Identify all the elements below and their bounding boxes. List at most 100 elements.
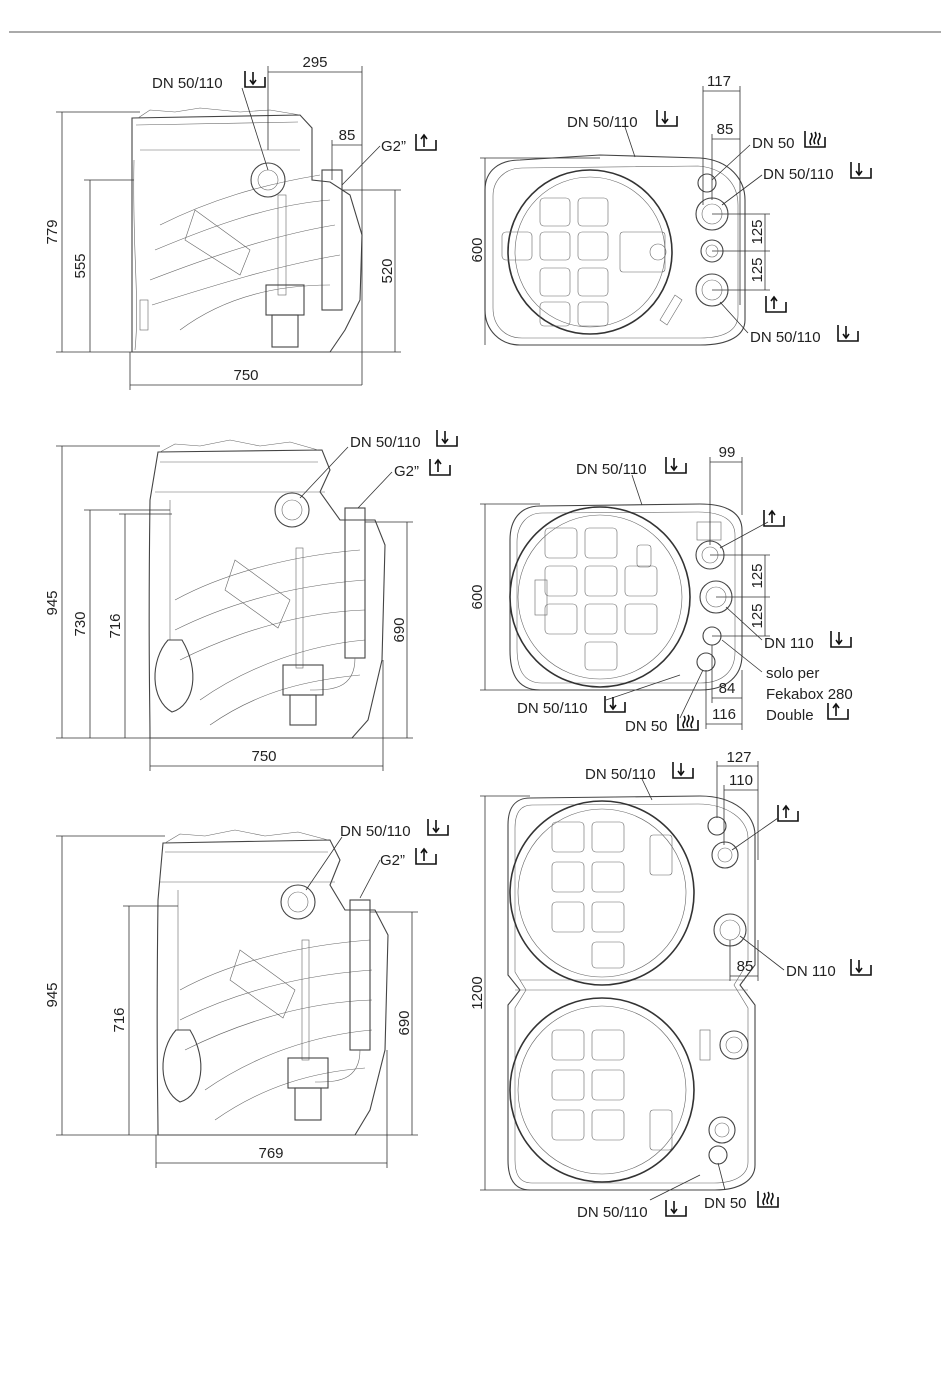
dim-t1-85: 85 [712,121,740,200]
dim-value: 99 [719,444,736,461]
inlet-arrow-down-icon [673,762,693,778]
callout-dn50-110-top: DN 50/110 [576,461,647,478]
dim-value: 716 [107,613,124,638]
top-view-3: 127 110 85 1200 DN 50/110 DN 110 DN 50/ [469,749,871,1221]
dim-d3-716: 716 [111,906,178,1135]
dim-t1-117: 117 [703,73,740,305]
outlet-arrow-up-icon [416,848,436,864]
dim-value: 116 [712,706,736,723]
dim-value: 600 [469,584,486,609]
dim-value: 84 [719,680,736,697]
callout-dn110: DN 110 [786,963,836,980]
dim-t3-127: 127 [717,749,758,860]
dim-value: 1200 [469,976,486,1009]
dim-t1-600: 600 [469,158,600,345]
dim-value: 125 [749,257,766,282]
dim-d3-769: 769 [156,1050,387,1168]
side-view-3: 945 716 690 769 DN 50/110 G2” [44,819,448,1168]
inlet-arrow-down-icon [428,819,448,835]
note-solo-per: solo per [766,665,819,682]
dim-t2-99: 99 [710,444,742,545]
top-view-1: 117 85 600 125 125 DN 50/110 DN 50 [469,73,871,346]
dim-t3-1200: 1200 [469,796,530,1190]
inlet-arrow-down-icon [838,325,858,341]
callout-dn50-110-bottom: DN 50/110 [577,1204,648,1221]
dim-value: 750 [251,748,276,765]
dim-d1-520: 520 [330,190,401,352]
callout-dn50-110-top: DN 50/110 [585,766,656,783]
callout-dn50-110-right: DN 50/110 [763,166,834,183]
outlet-arrow-up-icon [430,459,450,475]
inlet-arrow-down-icon [851,162,871,178]
callout-dn50-110-bottom: DN 50/110 [517,700,588,717]
dim-value: 125 [749,563,766,588]
dim-value: 716 [111,1007,128,1032]
dim-d3-945: 945 [44,836,165,1135]
dim-t2-600: 600 [469,504,540,690]
callout-dn50-vent: DN 50 [625,718,668,735]
dim-value: 690 [391,617,408,642]
callout-g2: G2” [394,463,419,480]
callout-dn50-vent: DN 50 [704,1195,747,1212]
inlet-arrow-down-icon [605,696,625,712]
dim-value: 945 [44,590,61,615]
dim-value: 125 [749,219,766,244]
dim-t2-125b: 125 [712,597,770,636]
dim-d1-555: 555 [72,180,134,352]
outlet-arrow-up-icon [828,703,848,719]
callout-g2: G2” [381,138,406,155]
dim-value: 769 [258,1145,283,1162]
inlet-arrow-down-icon [831,631,851,647]
dim-value: 555 [72,253,89,278]
callout-dn50-110: DN 50/110 [350,434,421,451]
dim-d1-779: 779 [44,112,140,352]
side-view-1: 295 85 779 555 520 750 [44,54,436,390]
inlet-arrow-down-icon [437,430,457,446]
dim-value: 117 [707,73,731,90]
dim-t1-125a: 125 [712,214,770,251]
dim-value: 730 [72,611,89,636]
top-view-2: 99 600 125 125 84 116 [469,444,853,735]
dim-d2-750: 750 [150,660,383,771]
dim-d3-690: 690 [355,912,418,1135]
vent-wavy-icon [805,131,825,147]
inlet-arrow-down-icon [851,959,871,975]
callout-dn110: DN 110 [764,635,814,652]
dim-d2-716: 716 [107,514,172,738]
dim-d1-750: 750 [130,352,362,390]
inlet-arrow-down-icon [666,457,686,473]
dim-t2-125a: 125 [710,555,770,597]
note-double: Double [766,707,814,724]
dim-value: 85 [717,121,734,138]
dim-value: 127 [726,749,751,766]
dim-t3-85: 85 [730,940,758,981]
vent-wavy-icon [758,1191,778,1207]
dim-value: 125 [749,603,766,628]
callout-dn50-110-top: DN 50/110 [567,114,638,131]
dim-d1-85: 85 [332,127,362,180]
callout-g2: G2” [380,852,405,869]
outlet-arrow-up-icon [766,296,786,312]
dim-value: 85 [339,127,356,144]
note-fekabox: Fekabox 280 [766,686,853,703]
dim-t2-116: 116 [706,670,742,729]
side-view-2: 945 730 716 690 750 DN 50/110 G2” [44,430,457,771]
outlet-arrow-up-icon [778,805,798,821]
outlet-arrow-up-icon [416,134,436,150]
inlet-arrow-down-icon [245,71,265,87]
dim-value: 750 [233,367,258,384]
outlet-arrow-up-icon [764,510,784,526]
callout-dn50-110: DN 50/110 [152,75,223,92]
dim-value: 945 [44,982,61,1007]
callout-dn50-110-bottom: DN 50/110 [750,329,821,346]
dim-d2-945: 945 [44,446,160,738]
dim-d1-295: 295 [268,54,362,385]
callout-dn50-110: DN 50/110 [340,823,411,840]
dim-value: 600 [469,237,486,262]
dim-value: 110 [729,772,753,789]
callout-dn50-vent: DN 50 [752,135,795,152]
dim-value: 690 [396,1010,413,1035]
dim-value: 520 [379,258,396,283]
dim-value: 295 [302,54,327,71]
